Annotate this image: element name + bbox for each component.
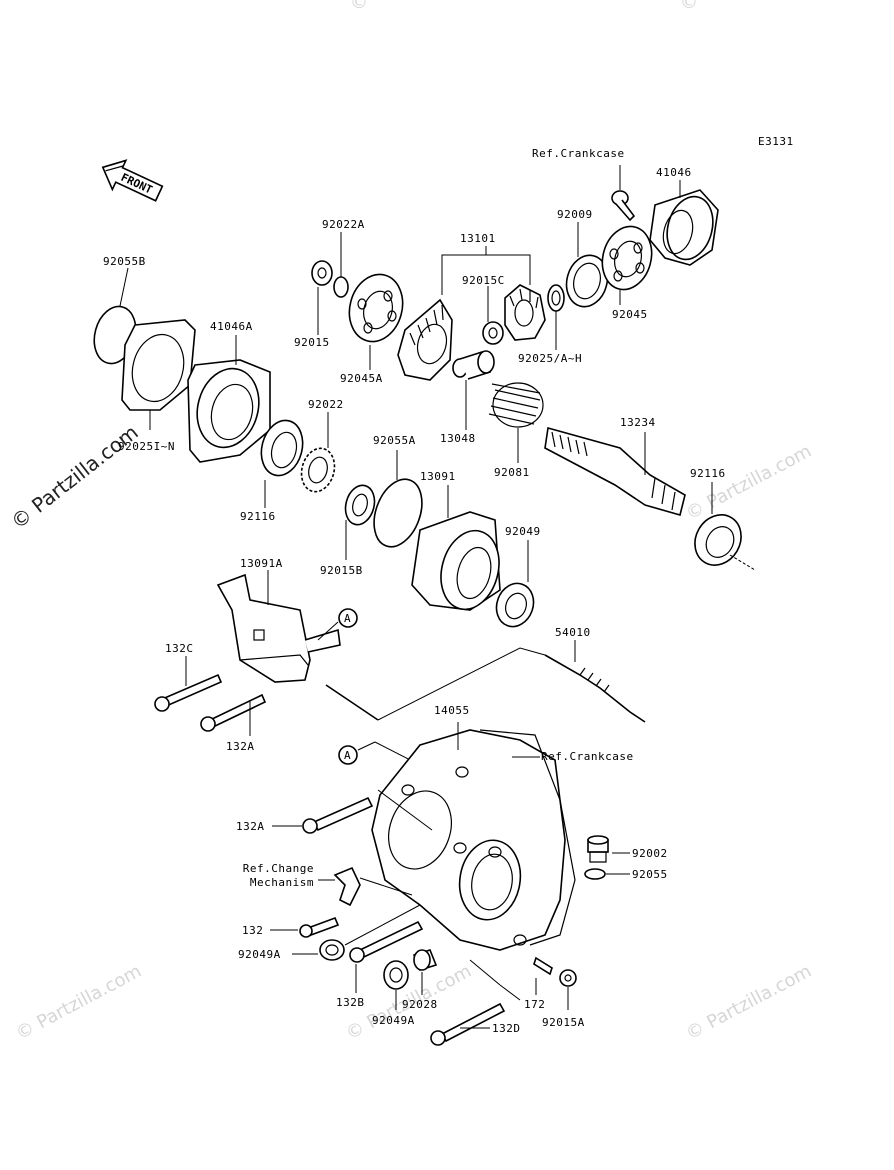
label-92015: 92015 — [294, 336, 330, 349]
lock-washer-92022 — [300, 447, 336, 493]
bevel-gear-13101-right — [504, 284, 546, 341]
label-92025i: 92025I~N — [118, 440, 175, 453]
plug-92002 — [587, 835, 609, 863]
shaft-13234 — [544, 426, 686, 516]
label-132d: 132D — [492, 1022, 521, 1035]
label-92015c: 92015C — [462, 274, 505, 287]
bracket-change-mechanism — [333, 866, 361, 907]
label-13101: 13101 — [460, 232, 496, 245]
label-13091a: 13091A — [240, 557, 283, 570]
label-92025ah: 92025/A~H — [518, 352, 582, 365]
label-92055a: 92055A — [373, 434, 416, 447]
bolt-132c — [154, 673, 223, 712]
bolt-132 — [299, 916, 340, 938]
seal-92049a-left — [319, 939, 345, 961]
dowel-92028 — [412, 949, 438, 971]
ref-change-line1: Ref.Change — [243, 862, 314, 875]
coupling-13048 — [452, 350, 495, 380]
watermark-top-center: © — [350, 0, 368, 13]
callout-a-lower-text: A — [344, 749, 351, 762]
stud-172 — [533, 956, 553, 976]
callout-a-upper: A — [338, 608, 358, 628]
label-41046: 41046 — [656, 166, 692, 179]
seal-92049 — [495, 582, 535, 628]
ref-crankcase-mid: Ref.Crankcase — [541, 750, 634, 763]
label-92055: 92055 — [632, 868, 668, 881]
label-92116-left: 92116 — [240, 510, 276, 523]
label-92045a: 92045A — [340, 372, 383, 385]
housing-13091 — [411, 511, 501, 611]
label-92045: 92045 — [612, 308, 648, 321]
seal-92116-right — [694, 514, 742, 566]
bevel-gear-13101-left — [397, 298, 453, 381]
label-41046a: 41046A — [210, 320, 253, 333]
watermark-bottom-left: © Partzilla.com — [12, 961, 145, 1045]
label-92049: 92049 — [505, 525, 541, 538]
shim-92025 — [547, 284, 565, 312]
label-132: 132 — [242, 924, 263, 937]
watermark-top-right: © — [680, 0, 698, 13]
label-92002: 92002 — [632, 847, 668, 860]
seal-92116-left — [260, 419, 304, 477]
label-13048: 13048 — [440, 432, 476, 445]
bearing-92045 — [601, 225, 653, 291]
o-ring-92055a — [373, 478, 423, 548]
label-13234: 13234 — [620, 416, 656, 429]
label-92015b: 92015B — [320, 564, 363, 577]
callout-a-upper-text: A — [344, 612, 351, 625]
seal-92049a-right — [383, 960, 409, 990]
housing-41046 — [649, 189, 719, 266]
callout-a-lower: A — [338, 745, 358, 765]
front-arrow: FRONT — [101, 159, 164, 202]
label-14055: 14055 — [434, 704, 470, 717]
label-132b: 132B — [336, 996, 365, 1009]
label-92022: 92022 — [308, 398, 344, 411]
label-54010: 54010 — [555, 626, 591, 639]
bearing-92045a — [348, 273, 404, 343]
label-92049a-left: 92049A — [238, 948, 281, 961]
label-92028: 92028 — [402, 998, 438, 1011]
watermark-bottom-right: © Partzilla.com — [682, 961, 815, 1045]
label-92015a: 92015A — [542, 1016, 585, 1029]
diagram-code: E3131 — [758, 135, 794, 148]
nut-92015c — [482, 321, 504, 345]
actuator-13091a — [216, 573, 341, 683]
label-132a-lower: 132A — [236, 820, 265, 833]
label-132a-upper: 132A — [226, 740, 255, 753]
label-92116-right: 92116 — [690, 467, 726, 480]
label-92081: 92081 — [494, 466, 530, 479]
case-cover-14055 — [371, 729, 576, 951]
watermark-mid-right: © Partzilla.com — [682, 441, 815, 525]
cable-54010 — [325, 647, 646, 723]
watermark-main: © Partzilla.com — [6, 420, 142, 534]
label-172: 172 — [524, 998, 545, 1011]
label-13091: 13091 — [420, 470, 456, 483]
label-92009: 92009 — [557, 208, 593, 221]
label-132c: 132C — [165, 642, 194, 655]
spring-92081 — [488, 382, 544, 428]
bolt-ref-crankcase — [611, 190, 636, 222]
nut-92015a — [559, 969, 577, 987]
label-92049a-right: 92049A — [372, 1014, 415, 1027]
label-92055b: 92055B — [103, 255, 146, 268]
o-ring-92055 — [584, 868, 606, 880]
bolt-132d — [430, 1002, 506, 1046]
bolt-132b — [349, 920, 424, 963]
ref-crankcase-top: Ref.Crankcase — [532, 147, 625, 160]
bolt-132a-lower — [302, 796, 374, 834]
ring-92009 — [565, 254, 609, 308]
bolt-132a-upper — [200, 693, 267, 732]
washer-92022a — [333, 276, 349, 298]
nut-92015b — [344, 484, 376, 526]
gasket-92025i — [121, 319, 196, 411]
nut-92015 — [311, 260, 333, 286]
label-92022a: 92022A — [322, 218, 365, 231]
ref-change-line2: Mechanism — [250, 876, 314, 889]
housing-41046a — [187, 359, 271, 463]
